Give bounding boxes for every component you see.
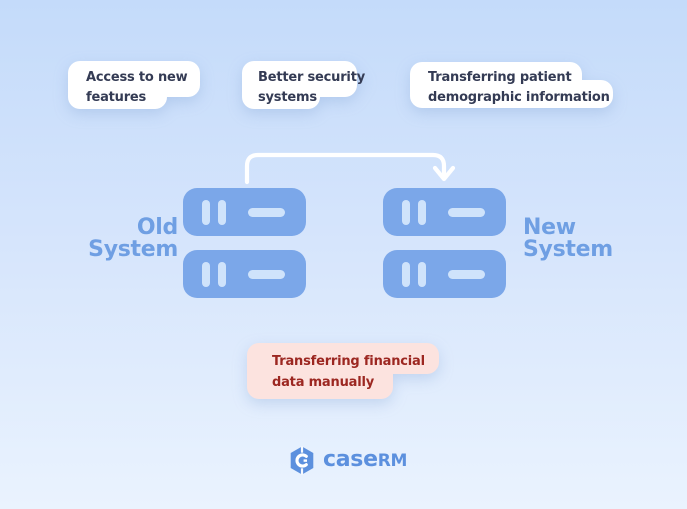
- bubble-text-line: Access to new: [86, 70, 188, 85]
- bubble-text-line: features: [86, 90, 147, 105]
- bubble-body: [247, 343, 393, 399]
- old-system-label: Old System: [40, 217, 178, 261]
- server-slot: [202, 200, 210, 225]
- old-system-label-line: Old: [136, 215, 178, 240]
- server-slot: [218, 262, 226, 287]
- warning-bubble-financial: Transferring financial data manually: [247, 343, 439, 399]
- bubble-text-line: demographic information: [428, 90, 610, 105]
- server-drive-bar: [448, 208, 485, 217]
- old-system-label-line: System: [88, 237, 178, 262]
- caserm-hexagon-icon: [290, 446, 314, 475]
- benefit-bubble-patient-data: Transferring patient demographic informa…: [410, 62, 613, 108]
- caserm-wordmark: caseRM: [323, 445, 407, 476]
- benefit-bubble-security: Better security systems: [242, 61, 365, 109]
- benefit-bubble-access: Access to new features: [68, 61, 200, 109]
- server-drive-bar: [248, 270, 285, 279]
- wordmark-main: case: [323, 447, 378, 472]
- server-slot: [218, 200, 226, 225]
- server-slot: [418, 262, 426, 287]
- server-drive-bar: [248, 208, 285, 217]
- server-drive-bar: [448, 270, 485, 279]
- wordmark-suffix: RM: [377, 451, 408, 471]
- new-system-label-line: New: [523, 215, 576, 240]
- bubble-body: [410, 62, 582, 108]
- bubble-text-line: Transferring patient: [428, 70, 572, 85]
- bubble-text-line: Transferring financial: [272, 354, 425, 369]
- new-system-label: New System: [523, 217, 663, 261]
- old-server-bottom-icon: [183, 250, 306, 298]
- bubble-body: [242, 61, 320, 109]
- server-slot: [402, 200, 410, 225]
- old-server-top-icon: [183, 188, 306, 236]
- new-server-bottom-icon: [383, 250, 506, 298]
- server-slot: [402, 262, 410, 287]
- bubble-text-line: Better security: [258, 70, 365, 85]
- new-system-label-line: System: [523, 237, 613, 262]
- bubble-text-line: data manually: [272, 375, 374, 390]
- server-slot: [202, 262, 210, 287]
- new-server-top-icon: [383, 188, 506, 236]
- caserm-logo: caseRM: [289, 445, 407, 476]
- bubble-body: [68, 61, 167, 109]
- server-slot: [418, 200, 426, 225]
- bubble-text-line: systems: [258, 90, 317, 105]
